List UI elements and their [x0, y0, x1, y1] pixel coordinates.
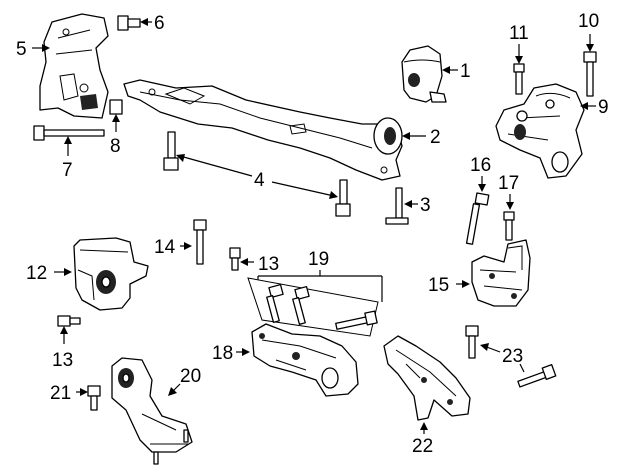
part-17-bolt	[503, 211, 515, 241]
part-6-bolt	[117, 15, 141, 31]
part-1-mount	[401, 45, 447, 103]
callout-5: 5	[16, 39, 27, 60]
callout-2: 2	[430, 127, 441, 148]
part-21-bolt	[87, 385, 101, 411]
callout-18: 18	[212, 343, 233, 364]
part-3-stud	[385, 187, 409, 225]
part-22-bracket	[383, 335, 471, 421]
part-12-mount	[73, 237, 149, 311]
part-11-bolt	[513, 63, 525, 95]
callout-15: 15	[428, 275, 449, 296]
callout-labels: 1 2 3 4 5 6 7 8 9 10 11 12 13 13 14 15 1…	[16, 11, 609, 457]
part-23-bolts	[465, 325, 557, 388]
part-4-bolts	[163, 131, 351, 217]
callout-19: 19	[308, 249, 329, 270]
callout-4: 4	[254, 170, 265, 191]
part-15-bracket	[471, 239, 531, 307]
callout-13-upper: 13	[258, 254, 279, 275]
part-8-nut	[109, 99, 123, 115]
part-19-bolt-set	[247, 277, 379, 337]
callout-22: 22	[412, 436, 433, 457]
callout-21: 21	[50, 383, 71, 404]
callout-12: 12	[26, 263, 47, 284]
leader-lines	[32, 18, 596, 434]
part-13-bolts	[57, 247, 241, 327]
callout-9: 9	[598, 97, 609, 118]
callout-23: 23	[502, 346, 523, 367]
callout-1: 1	[460, 61, 471, 82]
callout-10: 10	[578, 11, 599, 32]
part-9-mount	[495, 83, 585, 179]
callout-16: 16	[470, 155, 491, 176]
part-20-mount	[111, 357, 193, 465]
part-5-bracket	[39, 13, 109, 119]
callout-20: 20	[180, 366, 201, 387]
part-10-bolt	[583, 51, 597, 97]
part-16-bolt	[465, 192, 490, 245]
part-2-crossmember	[123, 79, 403, 181]
callout-3: 3	[420, 195, 431, 216]
callout-7: 7	[62, 160, 73, 181]
callout-13-lower: 13	[52, 350, 73, 371]
callout-11: 11	[509, 23, 529, 44]
part-7-long-bolt	[33, 125, 105, 141]
part-14-bolt	[193, 219, 207, 265]
callout-17: 17	[498, 173, 519, 194]
callout-6: 6	[154, 13, 165, 34]
callout-14: 14	[154, 237, 176, 258]
part-18-bracket	[251, 323, 359, 397]
callout-8: 8	[110, 136, 121, 157]
